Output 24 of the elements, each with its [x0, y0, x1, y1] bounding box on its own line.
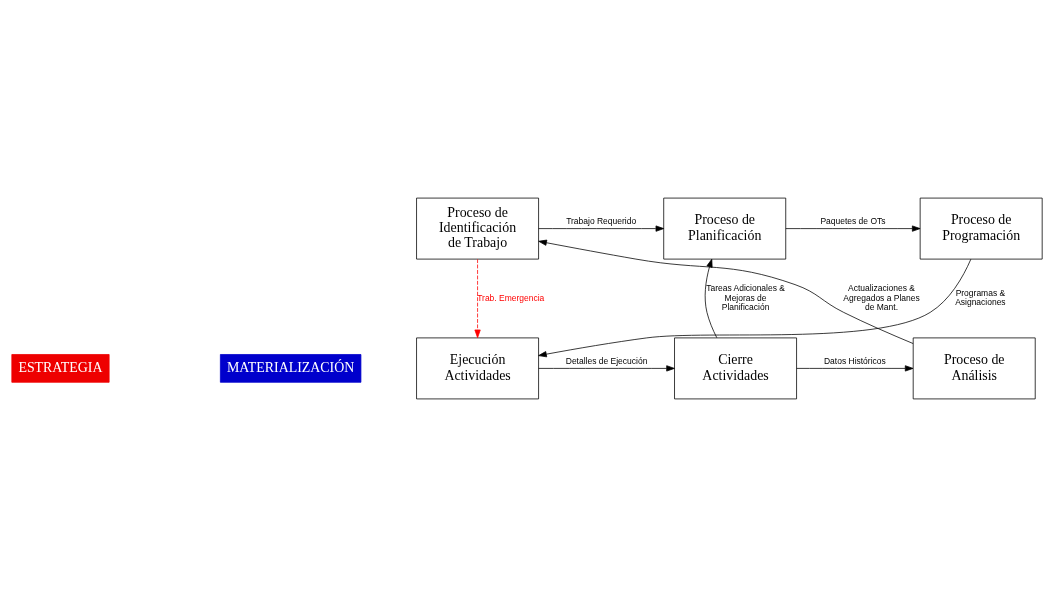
node-box: Proceso de Programación	[919, 197, 1043, 259]
node-box: MATERIALIZACIÓN	[219, 353, 362, 383]
arrow	[785, 225, 921, 232]
edge-label: Datos Históricos	[824, 355, 886, 366]
arrow	[704, 258, 718, 338]
edge-label: Programas & Asignaciones	[955, 287, 1006, 307]
edge-label: Paquetes de OTs	[820, 215, 886, 226]
arrow	[796, 364, 914, 371]
node-box: Proceso de Identificación de Trabajo	[416, 197, 539, 259]
arrow	[538, 239, 914, 344]
edge-label: Actualizaciones & Agregados a Planes de Mant.	[843, 282, 920, 312]
arrow	[474, 258, 481, 338]
edge-label: Trabajo Requerido	[566, 215, 637, 226]
edge-label: Tareas Adicionales & Mejoras de Planificación	[706, 282, 785, 312]
node-box: Cierre Actividades	[674, 337, 797, 399]
arrow	[538, 364, 675, 371]
node-box: ESTRATEGIA	[11, 353, 110, 383]
node-box: Proceso de Planificación	[663, 197, 787, 259]
edge-label: Detalles de Ejecución	[565, 355, 648, 366]
node-box: Ejecución Actividades	[416, 337, 539, 399]
arrow	[538, 258, 972, 357]
arrow	[538, 225, 665, 232]
node-box: Proceso de Análisis	[912, 337, 1036, 399]
edge-label: Trab. Emergencia	[477, 292, 545, 303]
